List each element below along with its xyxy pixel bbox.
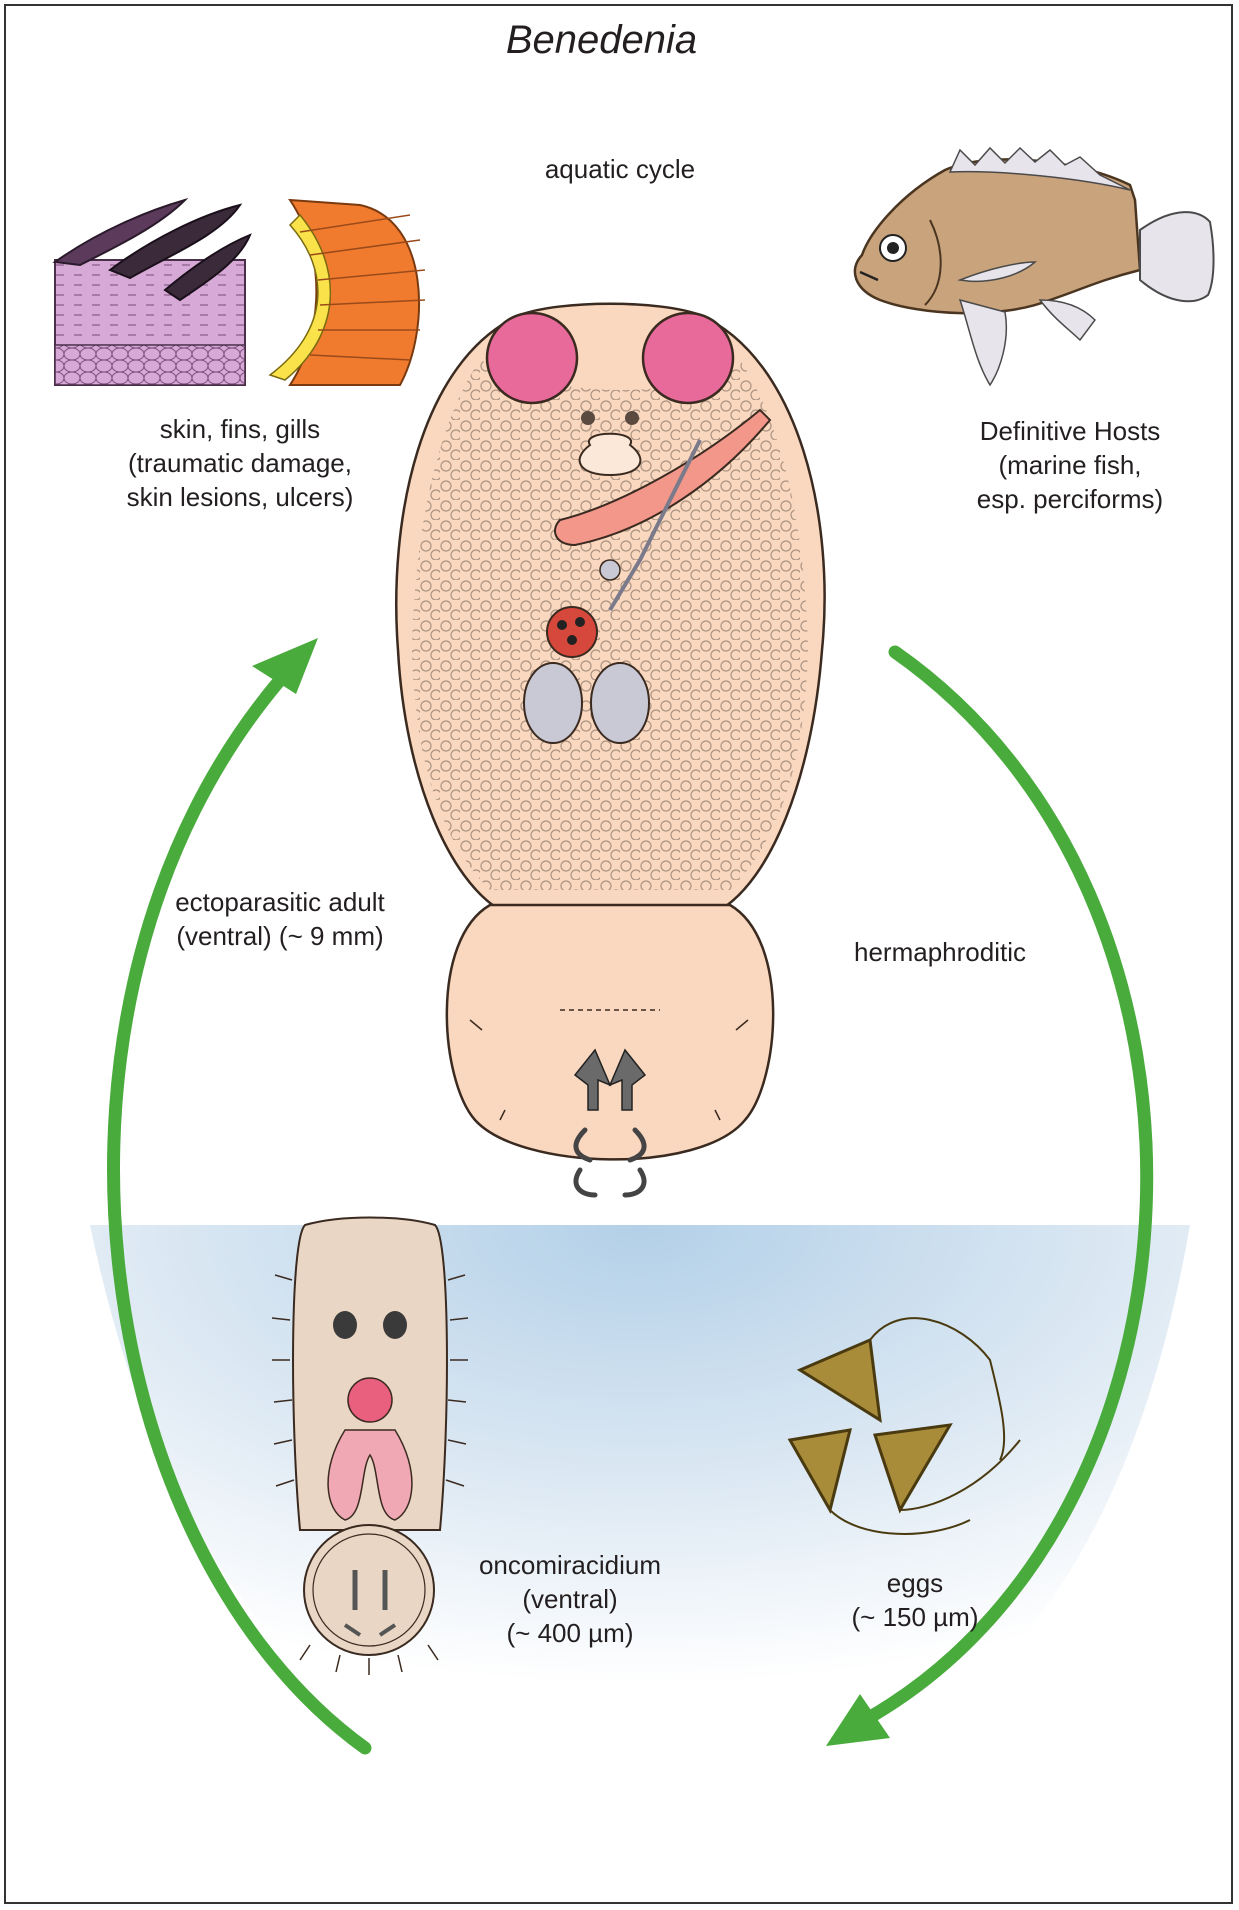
- label-adult: ectoparasitic adult (ventral) (~ 9 mm): [150, 885, 410, 953]
- water-background: [90, 1225, 1190, 1800]
- testis-left: [524, 663, 582, 743]
- label-cycle-type: aquatic cycle: [500, 152, 740, 186]
- label-hermaphroditic: hermaphroditic: [830, 935, 1050, 969]
- label-definitive-host: Definitive Hosts (marine fish, esp. perc…: [930, 414, 1210, 516]
- testis-right: [591, 663, 649, 743]
- adult-benedenia-illustration: [396, 304, 824, 1195]
- ovary: [547, 607, 597, 657]
- label-site: skin, fins, gills (traumatic damage, ski…: [80, 412, 400, 514]
- arrowhead-left: [252, 638, 318, 694]
- label-oncomiracidium: oncomiracidium (ventral) (~ 400 µm): [470, 1548, 670, 1650]
- skin-fin-gill-illustration: [55, 200, 425, 385]
- larva-haptor: [304, 1525, 434, 1655]
- anterior-sucker-right: [643, 313, 733, 403]
- anterior-sucker-left: [487, 313, 577, 403]
- larva-pharynx: [348, 1378, 392, 1422]
- label-eggs: eggs (~ 150 µm): [830, 1566, 1000, 1634]
- opisthaptor: [447, 905, 773, 1159]
- fish-host-illustration: [855, 148, 1214, 385]
